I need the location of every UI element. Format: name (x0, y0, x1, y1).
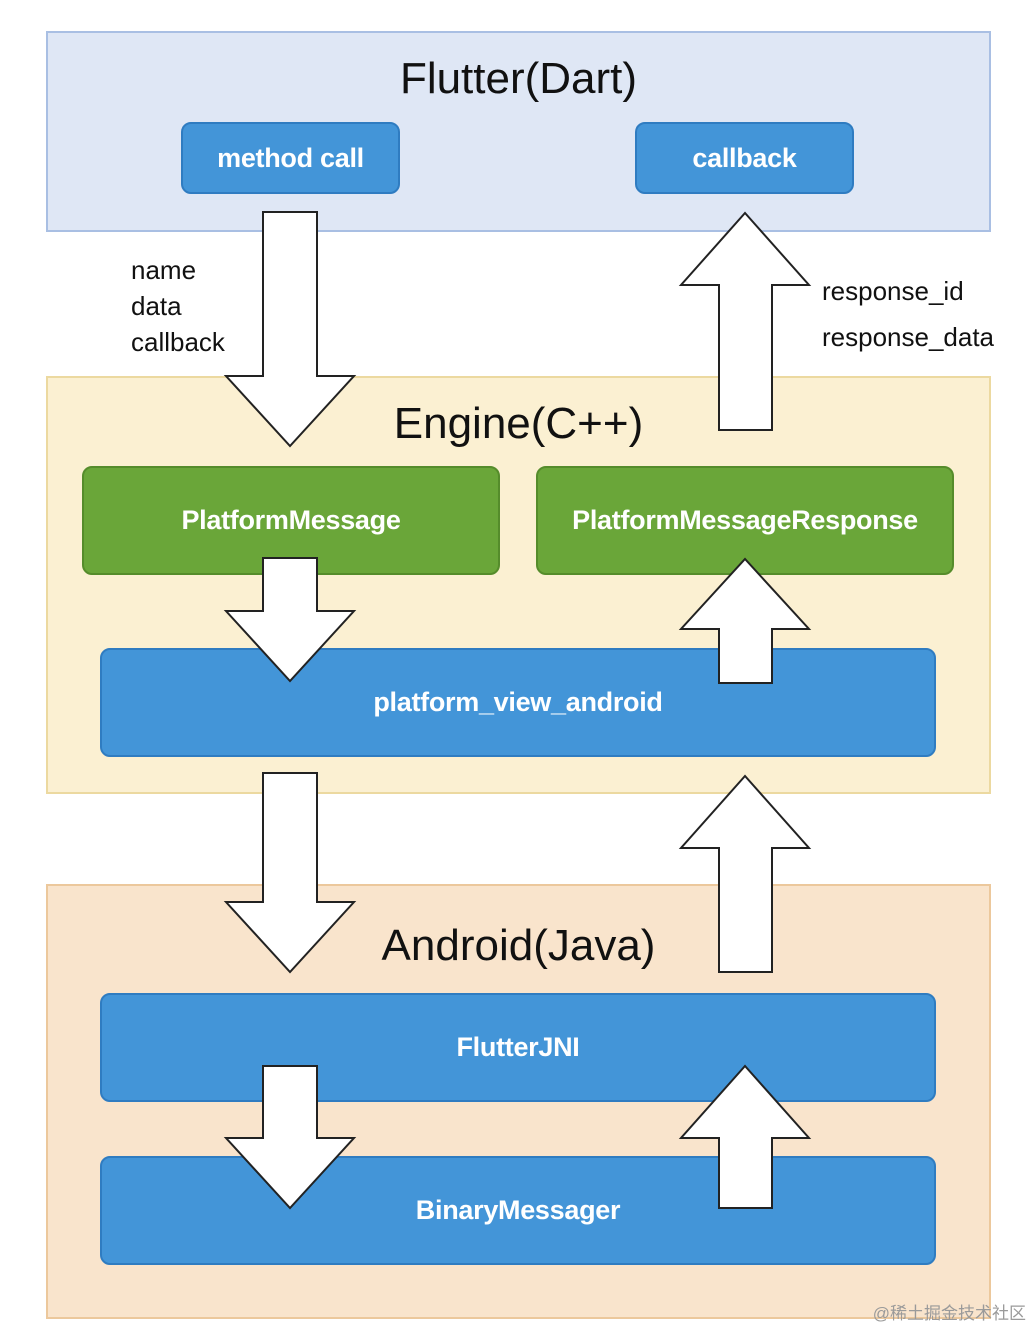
down-arrow-engine-to-android (223, 772, 357, 974)
down-arrow-method-call-to-engine (223, 211, 357, 448)
down-arrow-flutter-jni-to-binary (223, 1065, 357, 1210)
platform-message-box: PlatformMessage (82, 466, 500, 575)
watermark: @稀土掘金技术社区 (872, 1304, 1026, 1323)
down-arrow-platform-message-to-view (223, 557, 357, 683)
request-field-data: data (131, 291, 182, 321)
up-arrow-engine-to-callback (678, 211, 812, 431)
response-fields-label: response_id response_data (822, 268, 994, 360)
android-layer-title: Android(Java) (381, 921, 656, 970)
request-field-callback: callback (131, 327, 225, 357)
up-arrow-view-to-response (678, 557, 812, 684)
request-fields-label: name data callback (131, 252, 225, 360)
engine-layer-title: Engine(C++) (393, 399, 644, 448)
flutter-layer-title: Flutter(Dart) (399, 54, 638, 103)
request-field-name: name (131, 255, 197, 285)
platform-message-response-box: PlatformMessageResponse (536, 466, 954, 575)
up-arrow-binary-to-flutter-jni (678, 1064, 812, 1209)
binary-messager-box: BinaryMessager (100, 1156, 936, 1265)
response-field-id: response_id (822, 276, 964, 306)
method-call-box: method call (181, 122, 400, 194)
platform-view-android-box: platform_view_android (100, 648, 936, 757)
flutter-jni-box: FlutterJNI (100, 993, 936, 1102)
up-arrow-android-to-engine (678, 774, 812, 973)
callback-box: callback (635, 122, 854, 194)
response-field-data: response_data (822, 322, 995, 352)
